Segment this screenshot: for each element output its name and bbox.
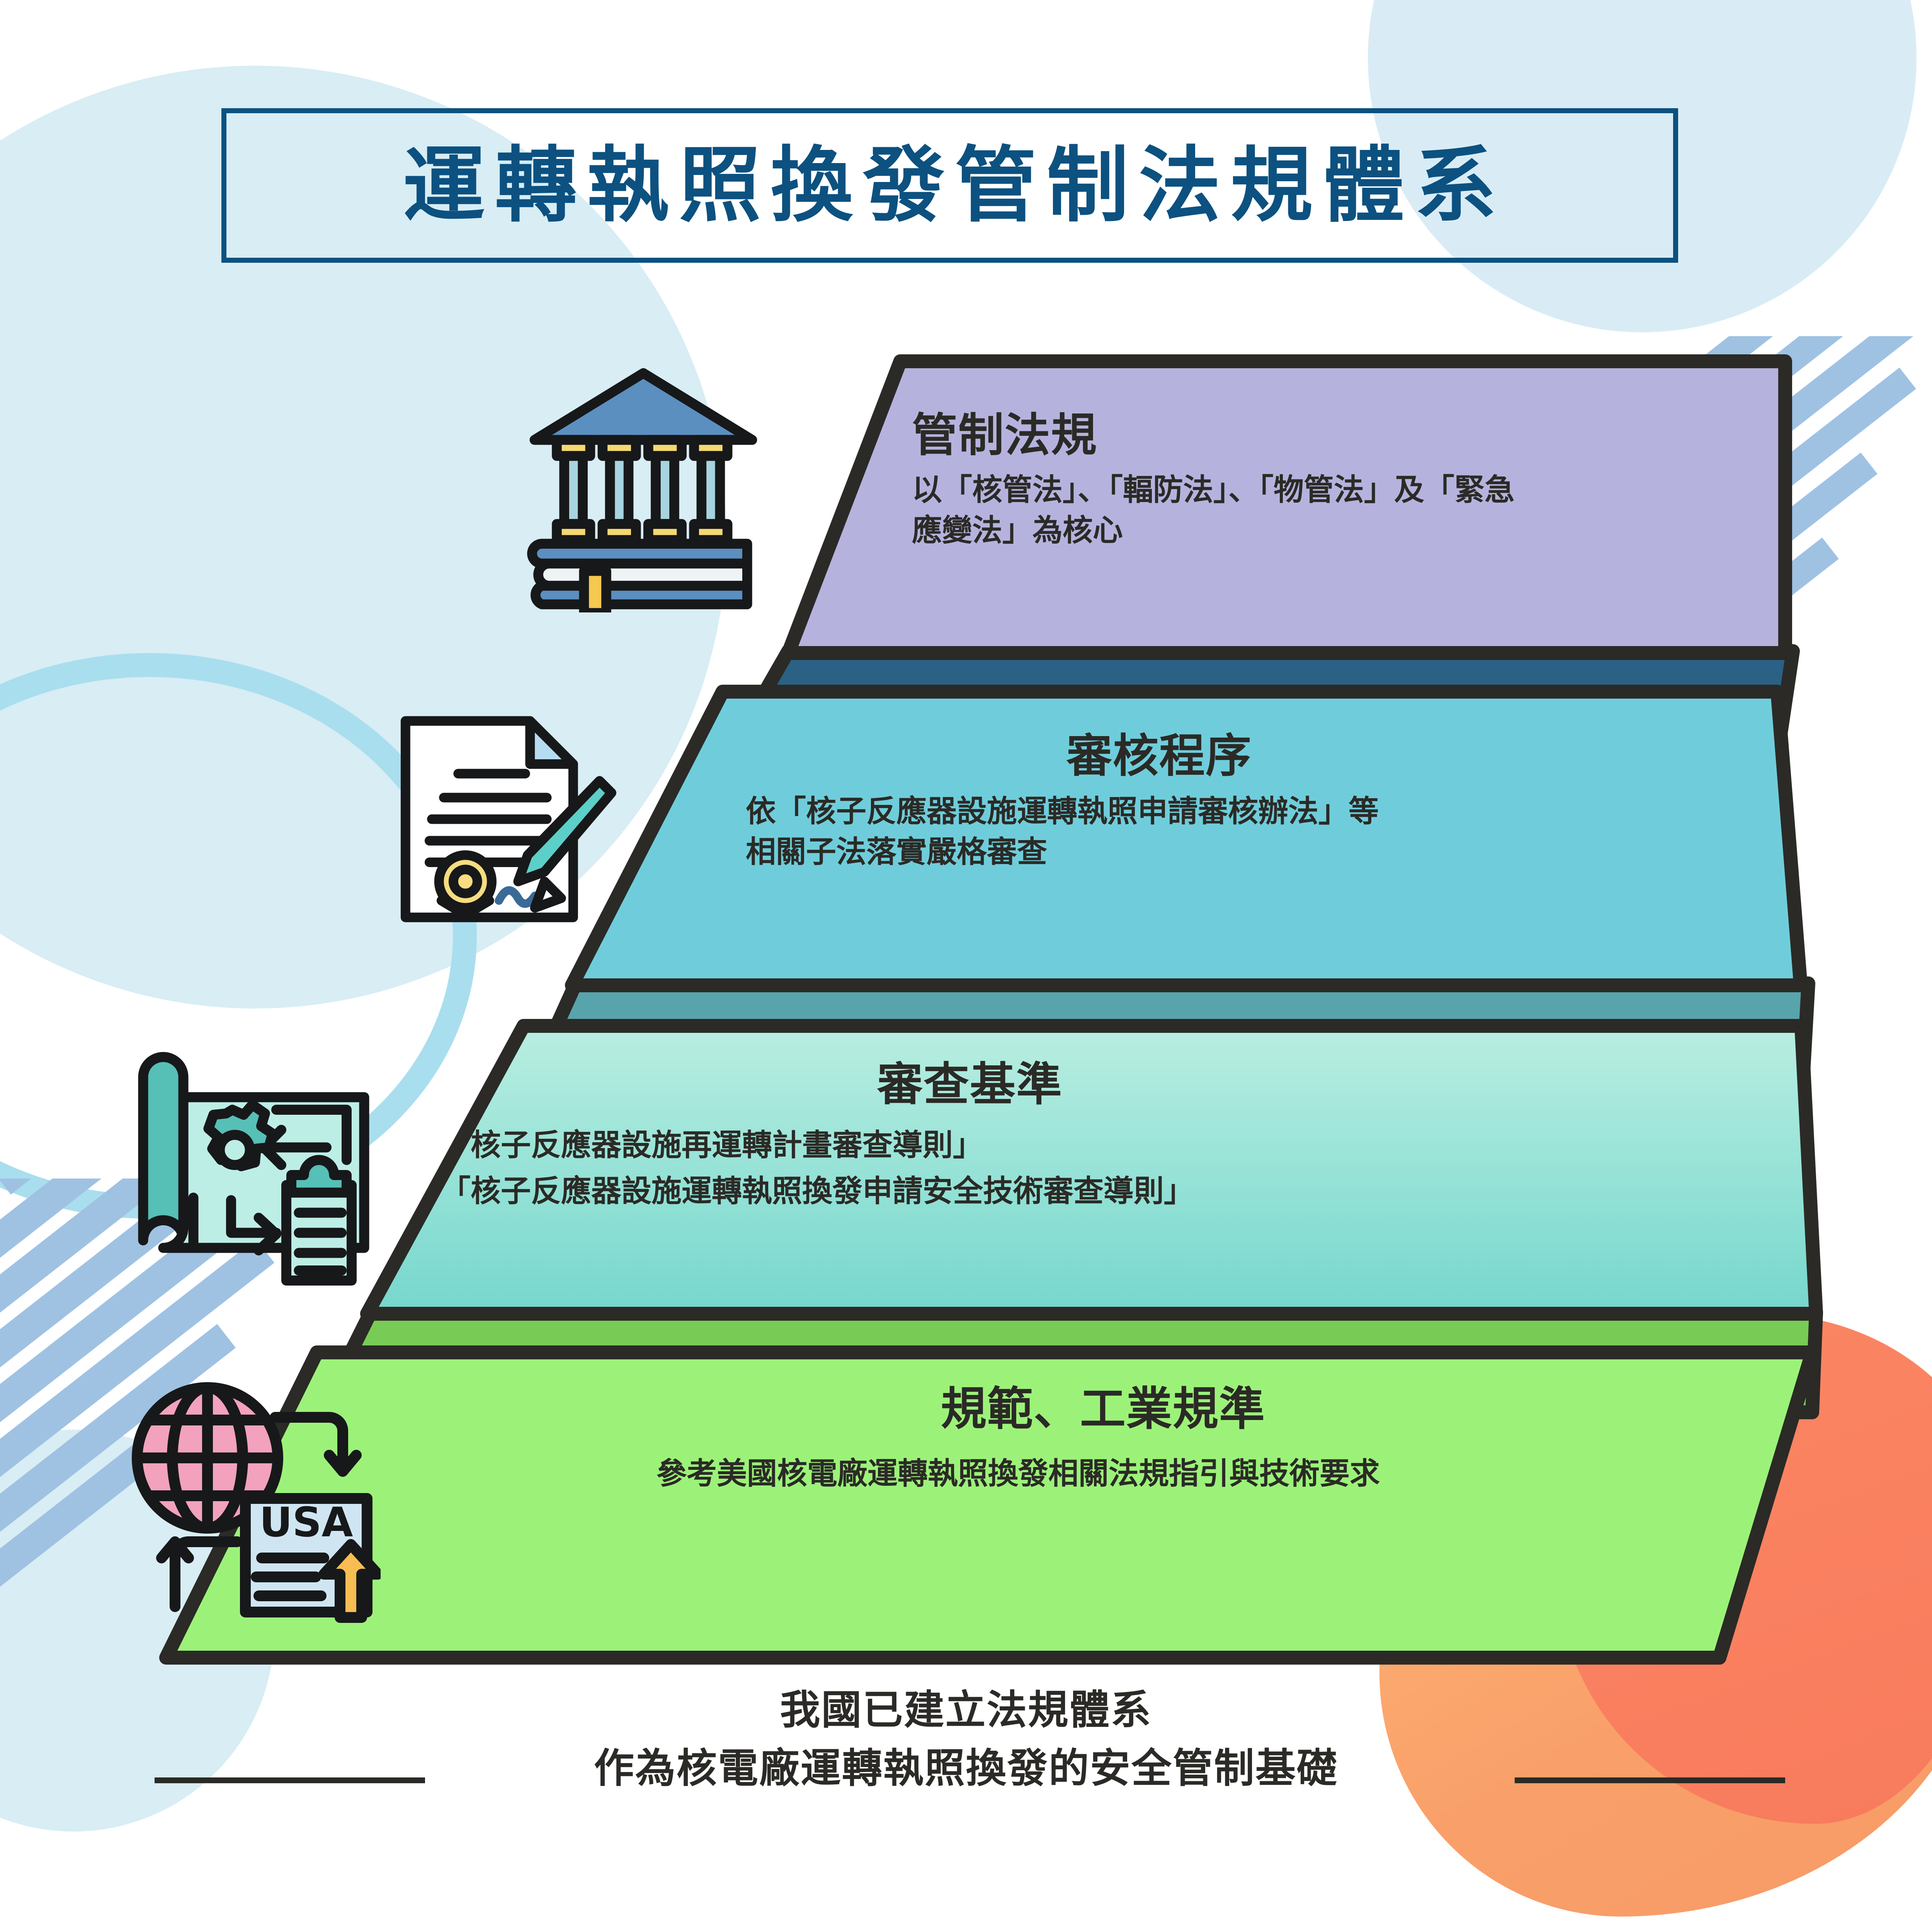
tier-2-body-line-1: 依「核子反應器設施運轉執照申請審核辦法」等 (746, 794, 1379, 829)
tier-3-title: 審查基準 (877, 1058, 1063, 1111)
tier-2-shape (565, 685, 1808, 992)
tier-3-body-line-2: 「核子反應器設施運轉執照換發申請安全技術審查導則」 (440, 1173, 1194, 1209)
tier-1-body-line-2: 應變法」為核心 (912, 513, 1123, 548)
tier-3-shape (360, 1019, 1823, 1321)
page-title-box: 運轉執照換發管制法規體系 (221, 108, 1678, 263)
tier-1-text-block: 管制法規 以「核管法」、「輻防法」、「物管法」及「緊急 應變法」為核心 (912, 410, 1754, 551)
tier-4-text-block: 規範、工業規準 參考美國核電廠運轉執照換發相關法規指引與技術要求 (348, 1383, 1642, 1494)
tier-3-text-block: 審查基準 「核子反應器設施再運轉計畫審查導則」 「核子反應器設施運轉執照換發申請… (440, 1059, 1569, 1211)
courthouse-books-icon (520, 361, 767, 618)
footer-line-1: 我國已建立法規體系 (780, 1686, 1152, 1733)
globe-usa-document-icon: USA (110, 1349, 383, 1627)
tier-4-shape (159, 1345, 1819, 1665)
footer-block: 我國已建立法規體系 作為核電廠運轉執照換發的安全管制基礎 (0, 1681, 1932, 1798)
tier-4-title: 規範、工業規準 (940, 1382, 1265, 1435)
tier-1-body-line-1: 以「核管法」、「輻防法」、「物管法」及「緊急 (912, 473, 1515, 508)
tier-4-body-line-1: 參考美國核電廠運轉執照換發相關法規指引與技術要求 (656, 1456, 1380, 1492)
tier-3-body-line-1: 「核子反應器設施再運轉計畫審查導則」 (440, 1128, 983, 1163)
blueprint-gear-clipboard-icon (126, 1039, 377, 1291)
footer-rule-left (155, 1777, 425, 1783)
certificate-signature-icon (377, 696, 616, 943)
tier-2-text-block: 審核程序 依「核子反應器設施運轉執照申請審核辦法」等 相關子法落實嚴格審查 (746, 730, 1735, 872)
tier-2-title: 審核程序 (1066, 729, 1252, 782)
usa-document-label: USA (259, 1499, 353, 1546)
footer-line-2: 作為核電廠運轉執照換發的安全管制基礎 (594, 1744, 1338, 1792)
page-title: 運轉執照換發管制法規體系 (403, 138, 1507, 233)
tier-2-body-line-2: 相關子法落實嚴格審查 (746, 834, 1048, 869)
tier-1-title: 管制法規 (912, 408, 1098, 462)
tier-1-shape (781, 354, 1792, 660)
footer-rule-right (1515, 1777, 1785, 1783)
